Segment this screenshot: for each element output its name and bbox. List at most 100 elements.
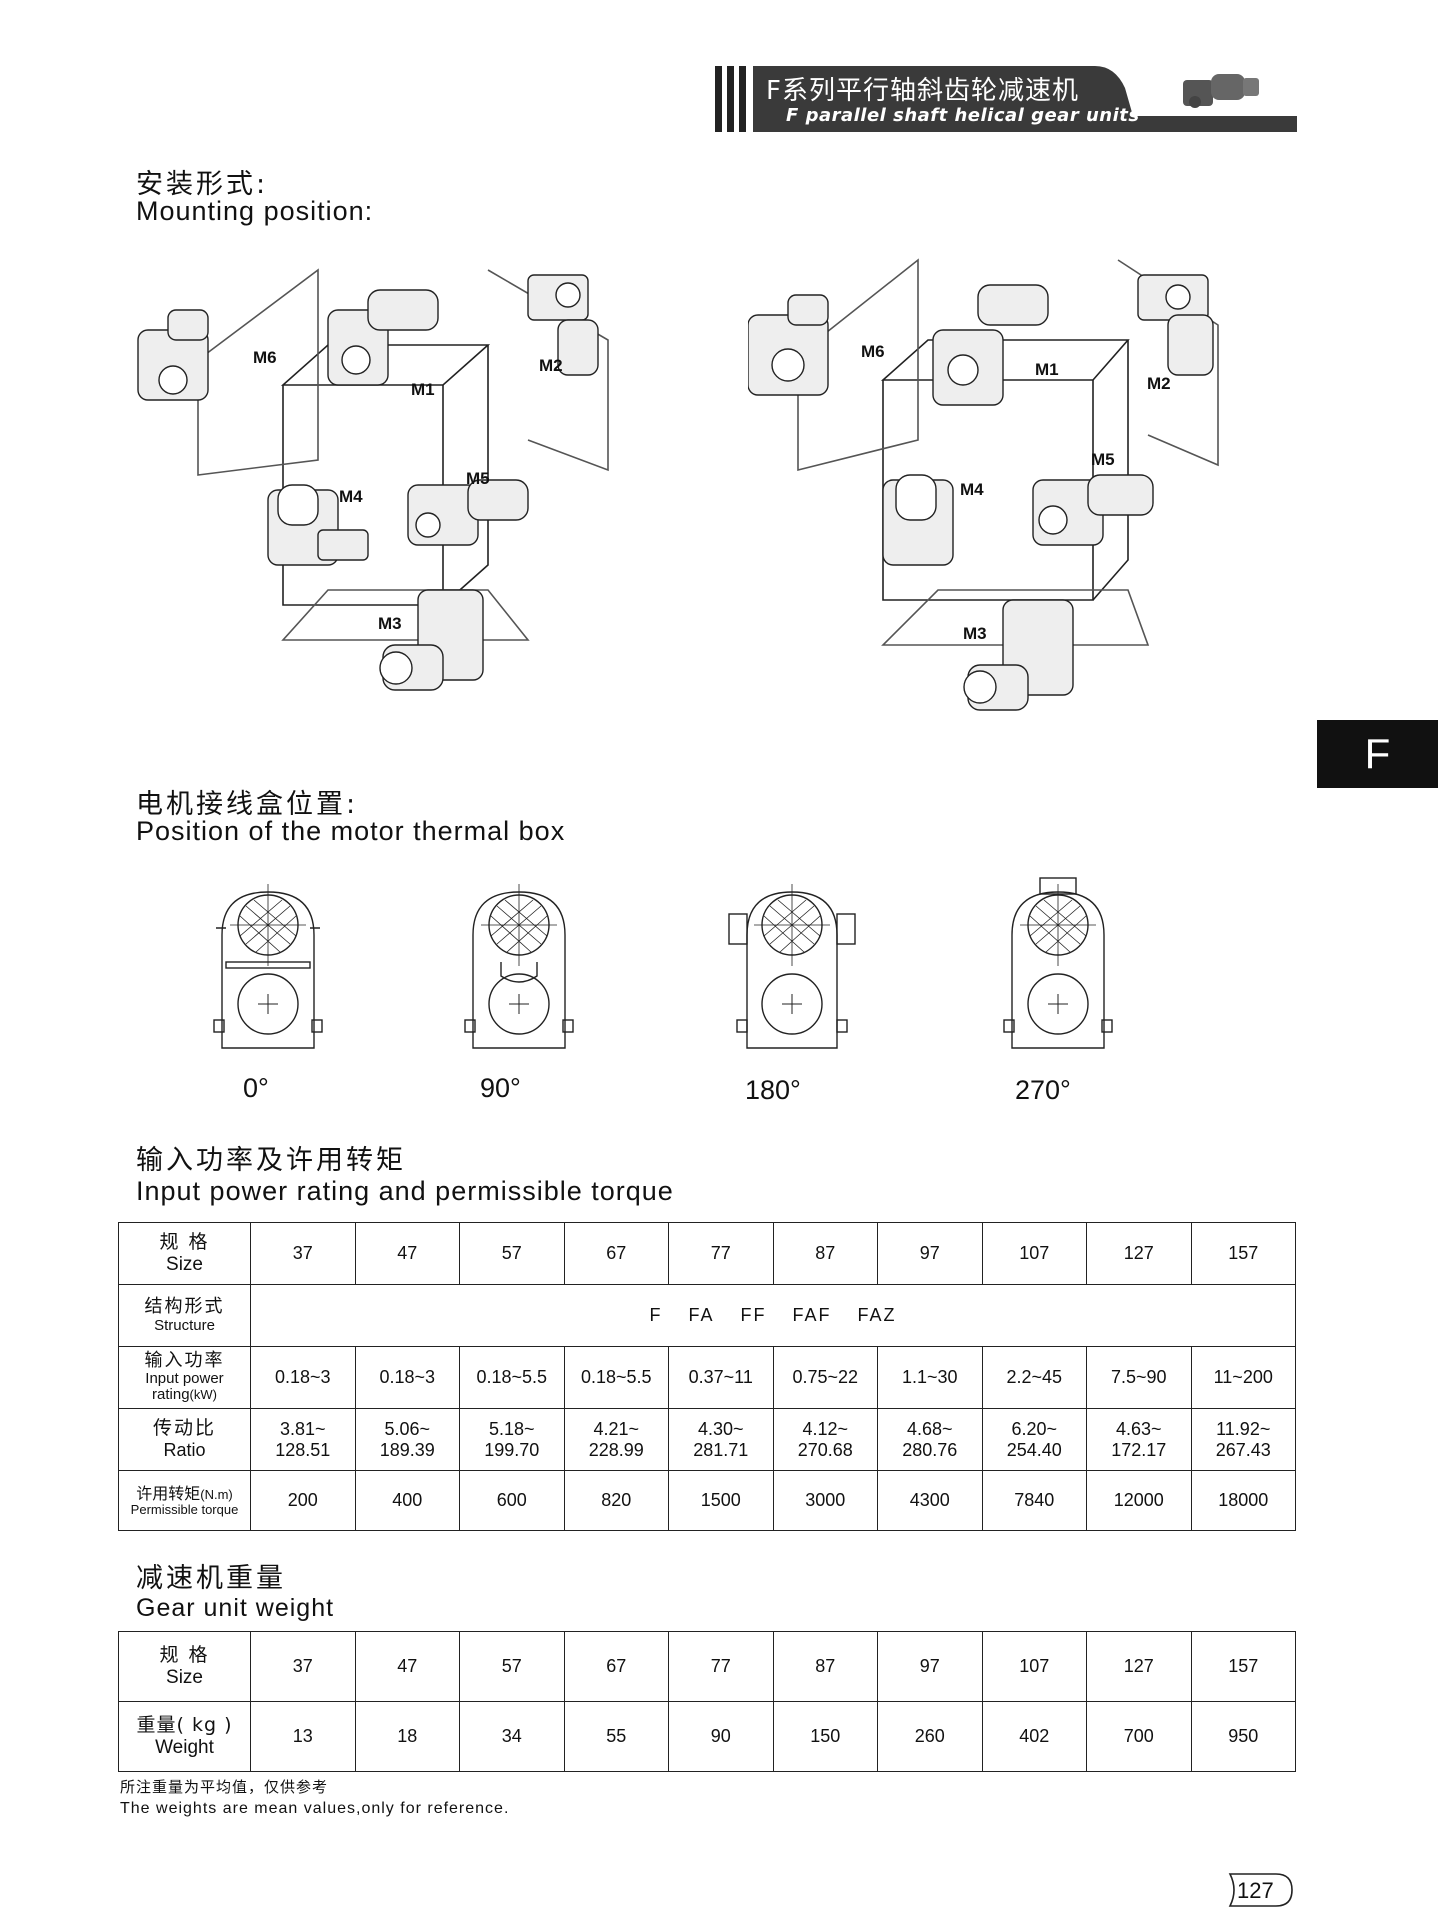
weight-header: 重量( kg )Weight xyxy=(118,1701,251,1772)
torque-cell: 400 xyxy=(354,1470,460,1531)
weight-cell: 90 xyxy=(668,1701,774,1772)
power-cell: 0.18~5.5 xyxy=(459,1346,565,1409)
size-cell: 97 xyxy=(877,1222,983,1285)
thermal-heading-cn: 电机接线盒位置: xyxy=(136,789,359,820)
power-heading-cn: 输入功率及许用转矩 xyxy=(136,1145,406,1176)
torque-cell: 3000 xyxy=(772,1470,878,1531)
size-cell: 37 xyxy=(250,1222,356,1285)
ratio-cell: 3.81~128.51 xyxy=(250,1408,356,1471)
header-banner xyxy=(715,66,1297,132)
weight-note-cn: 所注重量为平均值，仅供参考 xyxy=(120,1778,329,1796)
torque-cell: 12000 xyxy=(1086,1470,1192,1531)
torque-cell: 200 xyxy=(250,1470,356,1531)
size-cell: 67 xyxy=(563,1222,669,1285)
torque-cell: 4300 xyxy=(877,1470,983,1531)
ratio-cell: 4.30~281.71 xyxy=(668,1408,774,1471)
size-cell: 77 xyxy=(668,1631,774,1702)
mounting-diagram-left xyxy=(137,268,609,691)
ratio-cell: 5.18~199.70 xyxy=(459,1408,565,1471)
size-cell: 107 xyxy=(981,1222,1087,1285)
ratio-cell: 11.92~267.43 xyxy=(1190,1408,1296,1471)
weight-cell: 34 xyxy=(459,1701,565,1772)
mount-label-m2: M2 xyxy=(539,356,563,375)
torque-cell: 820 xyxy=(563,1470,669,1531)
weight-cell: 18 xyxy=(354,1701,460,1772)
section-tab: F xyxy=(1317,720,1438,788)
power-cell: 2.2~45 xyxy=(981,1346,1087,1409)
gear-unit-icon xyxy=(1183,74,1259,108)
power-cell: 7.5~90 xyxy=(1086,1346,1192,1409)
weight-cell: 700 xyxy=(1086,1701,1192,1772)
thermal-box-270-drawing xyxy=(1003,877,1113,1049)
ratio-cell: 4.12~270.68 xyxy=(772,1408,878,1471)
header-title-cn: F系列平行轴斜齿轮减速机 xyxy=(766,76,1079,106)
mount-label-m3: M3 xyxy=(378,614,402,633)
weight-heading-en: Gear unit weight xyxy=(136,1594,335,1622)
ratio-cell: 4.63~172.17 xyxy=(1086,1408,1192,1471)
mount-label-m2-right: M2 xyxy=(1147,374,1171,393)
size-cell: 47 xyxy=(354,1222,460,1285)
power-cell: 0.18~5.5 xyxy=(563,1346,669,1409)
power-header: 输入功率 Input power rating(kW) xyxy=(118,1346,251,1409)
ratio-cell: 4.68~280.76 xyxy=(877,1408,983,1471)
page-number-frame xyxy=(1228,1873,1293,1907)
power-cell: 1.1~30 xyxy=(877,1346,983,1409)
mount-label-m6-right: M6 xyxy=(861,342,885,361)
size-cell: 157 xyxy=(1190,1631,1296,1702)
power-cell: 0.18~3 xyxy=(354,1346,460,1409)
thermal-box-90-drawing xyxy=(464,884,574,1049)
size-cell: 37 xyxy=(250,1631,356,1702)
power-cell: 11~200 xyxy=(1190,1346,1296,1409)
size-cell: 157 xyxy=(1190,1222,1296,1285)
ratio-cell: 5.06~189.39 xyxy=(354,1408,460,1471)
thermal-heading-en: Position of the motor thermal box xyxy=(136,816,566,846)
weight-cell: 150 xyxy=(772,1701,878,1772)
weight-cell: 13 xyxy=(250,1701,356,1772)
torque-cell: 18000 xyxy=(1190,1470,1296,1531)
angle-label-270: 270° xyxy=(1015,1075,1071,1105)
mount-label-m1: M1 xyxy=(411,380,435,399)
angle-label-0: 0° xyxy=(243,1073,269,1103)
size-cell: 107 xyxy=(981,1631,1087,1702)
weight-note-en: The weights are mean values,only for ref… xyxy=(120,1800,510,1817)
mounting-heading-cn: 安装形式: xyxy=(136,169,269,200)
weight-row: 重量( kg )Weight 13 18 34 55 90 150 260 40… xyxy=(118,1701,1296,1772)
header-title-en: F parallel shaft helical gear units xyxy=(786,105,1140,126)
weight-cell: 950 xyxy=(1190,1701,1296,1772)
weight-cell: 260 xyxy=(877,1701,983,1772)
size-cell: 67 xyxy=(563,1631,669,1702)
size-cell: 77 xyxy=(668,1222,774,1285)
size-cell: 57 xyxy=(459,1222,565,1285)
mount-label-m4: M4 xyxy=(339,487,363,506)
torque-row: 许用转矩(N.m) Permissible torque 200 400 600… xyxy=(118,1470,1296,1531)
ratio-cell: 6.20~254.40 xyxy=(981,1408,1087,1471)
weight-cell: 402 xyxy=(981,1701,1087,1772)
torque-cell: 600 xyxy=(459,1470,565,1531)
size-cell: 97 xyxy=(877,1631,983,1702)
mount-label-m4-right: M4 xyxy=(960,480,984,499)
torque-cell: 7840 xyxy=(981,1470,1087,1531)
size-cell: 47 xyxy=(354,1631,460,1702)
power-cell: 0.37~11 xyxy=(668,1346,774,1409)
ratio-cell: 4.21~228.99 xyxy=(563,1408,669,1471)
power-cell: 0.75~22 xyxy=(772,1346,878,1409)
power-heading-en: Input power rating and permissible torqu… xyxy=(136,1176,674,1206)
page-number: 127 xyxy=(1237,1878,1274,1903)
size-cell: 127 xyxy=(1086,1631,1192,1702)
mount-label-m3-right: M3 xyxy=(963,624,987,643)
mount-label-m6: M6 xyxy=(253,348,277,367)
mounting-diagram-right xyxy=(748,258,1219,711)
size-cell: 127 xyxy=(1086,1222,1192,1285)
angle-label-90: 90° xyxy=(480,1073,521,1103)
mount-label-m5-right: M5 xyxy=(1091,450,1115,469)
mounting-heading-en: Mounting position: xyxy=(136,196,374,226)
